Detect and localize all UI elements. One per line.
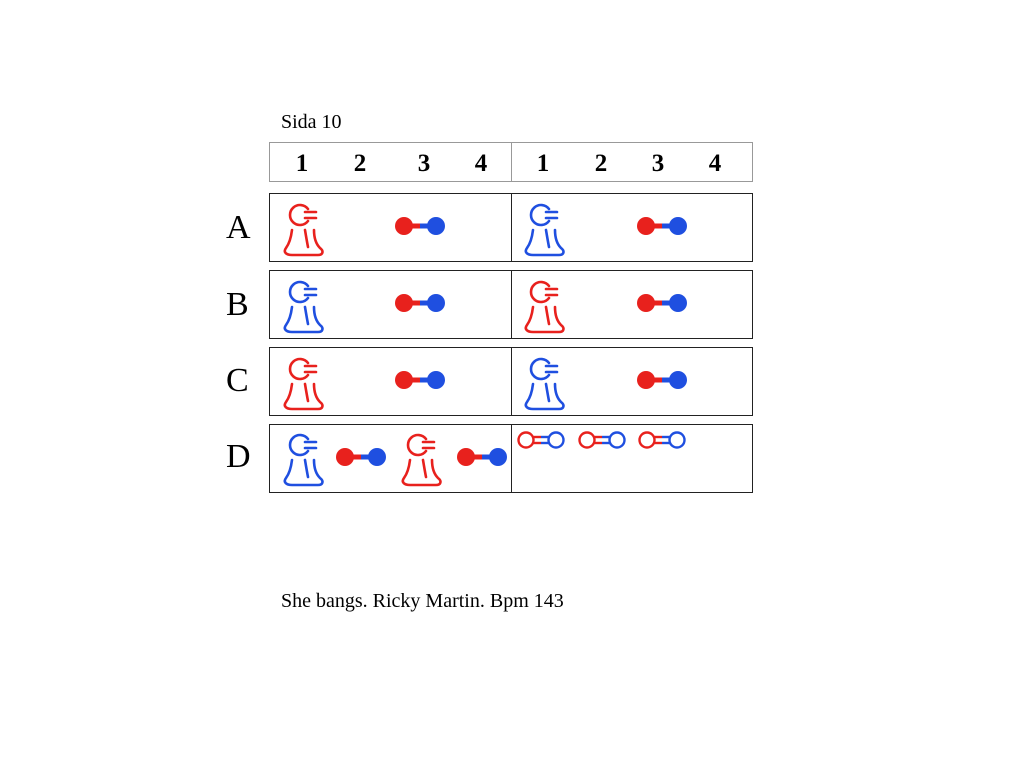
row-divider	[511, 425, 512, 492]
foot-red-icon	[524, 280, 565, 334]
hollow-dumbbell-red-blue-icon	[517, 431, 565, 449]
foot-red-icon	[401, 433, 442, 487]
dumbbell-red-blue-icon	[336, 448, 386, 466]
foot-blue-icon	[524, 203, 565, 257]
header-divider	[511, 143, 512, 181]
count-4-second: 4	[708, 150, 722, 177]
foot-red-icon	[283, 357, 324, 411]
count-3-second: 3	[651, 150, 665, 177]
count-3: 3	[417, 150, 431, 177]
dumbbell-red-blue-icon	[637, 294, 687, 312]
dumbbell-red-blue-icon	[395, 371, 445, 389]
dumbbell-red-blue-icon	[637, 371, 687, 389]
row-label-a: A	[226, 209, 251, 246]
row-label-d: D	[226, 438, 251, 475]
dumbbell-red-blue-icon	[457, 448, 507, 466]
row-label-c: C	[226, 362, 249, 399]
dumbbell-red-blue-icon	[637, 217, 687, 235]
count-1-second: 1	[536, 150, 550, 177]
row-label-b: B	[226, 286, 249, 323]
foot-red-icon	[283, 203, 324, 257]
row-divider	[511, 194, 512, 261]
hollow-dumbbell-red-blue-icon	[578, 431, 626, 449]
row-divider	[511, 271, 512, 338]
count-1: 1	[295, 150, 309, 177]
row-b	[269, 270, 753, 339]
count-2-second: 2	[594, 150, 608, 177]
row-a	[269, 193, 753, 262]
foot-blue-icon	[283, 280, 324, 334]
hollow-dumbbell-red-blue-icon	[638, 431, 686, 449]
row-c	[269, 347, 753, 416]
row-divider	[511, 348, 512, 415]
foot-blue-icon	[524, 357, 565, 411]
row-d	[269, 424, 753, 493]
count-2: 2	[353, 150, 367, 177]
count-4: 4	[474, 150, 488, 177]
count-header: 1 2 3 4 1 2 3 4	[269, 142, 753, 182]
dumbbell-red-blue-icon	[395, 294, 445, 312]
foot-blue-icon	[283, 433, 324, 487]
dumbbell-red-blue-icon	[395, 217, 445, 235]
song-caption: She bangs. Ricky Martin. Bpm 143	[281, 590, 564, 612]
page-title: Sida 10	[281, 111, 342, 133]
